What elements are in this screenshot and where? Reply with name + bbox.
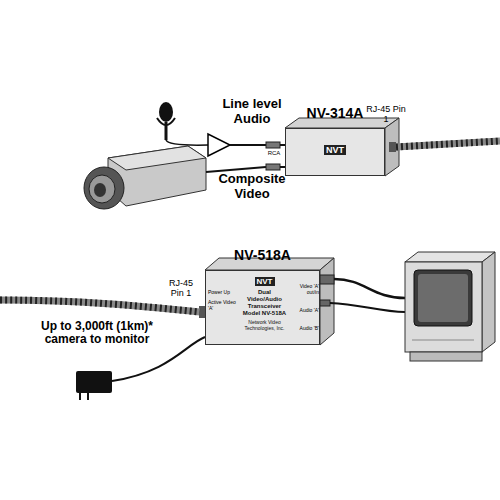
amplifier-symbol (208, 134, 230, 156)
transceiver-housing (199, 258, 334, 345)
microphone (157, 102, 208, 145)
port-label: Video 'A' out/in (292, 284, 319, 295)
connector-label: RCA (264, 150, 284, 157)
monitor (405, 252, 495, 361)
twisted-pair-cable (0, 300, 200, 312)
faceplate-text: Network Video Technologies, Inc. (240, 320, 289, 332)
signal-label: Composite Video (212, 172, 292, 201)
port-label: Audio 'A' (292, 308, 319, 314)
faceplate-text: Dual Video/Audio Transceiver Model NV-51… (240, 289, 289, 317)
indicator-label: Active Video 'A' (208, 300, 238, 311)
model-name: NV-518A (186, 247, 339, 263)
power-adapter (76, 337, 205, 400)
transceiver-box: NV-314ANVT (285, 128, 385, 176)
twisted-pair-cable (396, 141, 500, 147)
camera (84, 146, 206, 209)
pin-label: RJ-45 Pin 1 (366, 104, 406, 124)
port-label: Audio 'B' (292, 326, 319, 332)
brand-logo: NVT (255, 277, 275, 286)
audio-wire (230, 142, 286, 148)
transceiver-housing (285, 118, 399, 176)
pin-label: RJ-45 Pin 1 (164, 278, 198, 298)
video-wire (206, 164, 286, 172)
distance-note: Up to 3,000ft (1km)* camera to monitor (22, 320, 172, 347)
signal-label: Line level Audio (212, 97, 292, 126)
indicator-label: Power Up (208, 290, 238, 296)
brand-logo: NVT (324, 145, 346, 155)
monitor-cable (320, 275, 405, 312)
